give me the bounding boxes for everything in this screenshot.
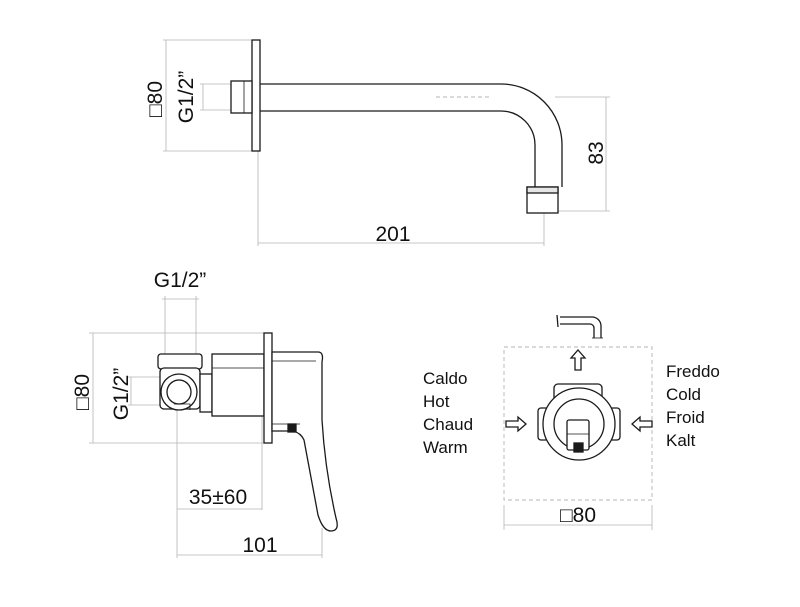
hot-label-it: Caldo bbox=[423, 369, 467, 388]
cold-inlet-arrow bbox=[631, 415, 653, 433]
spout-dimension-lines bbox=[163, 39, 610, 246]
spout-square-label: □80 bbox=[144, 81, 167, 117]
outlet-spout-icon bbox=[556, 314, 603, 339]
hot-label-fr: Chaud bbox=[423, 415, 473, 434]
spout-length-label: 201 bbox=[375, 223, 410, 246]
mixer-lever bbox=[271, 351, 338, 532]
spout-side-view: □80 G1/2” 83 201 bbox=[144, 39, 610, 246]
cold-label-fr: Froid bbox=[666, 408, 705, 427]
mixer-square-label: □80 bbox=[71, 374, 94, 410]
cold-label-it: Freddo bbox=[666, 362, 720, 381]
mixer-depth-range-label: 35±60 bbox=[189, 486, 247, 509]
spout-wall-plate bbox=[251, 39, 261, 152]
hot-label-de: Warm bbox=[423, 438, 468, 457]
spout-thread-label: G1/2” bbox=[175, 71, 198, 124]
mixer-side-view: G1/2” □80 G1/2” 35±60 101 bbox=[71, 269, 338, 558]
spout-tube bbox=[260, 83, 563, 187]
cold-label-en: Cold bbox=[666, 385, 701, 404]
spout-drop-label: 83 bbox=[585, 141, 608, 164]
box-front-view: □80 Caldo Hot Chaud Warm bbox=[423, 314, 720, 530]
box-square-label: □80 bbox=[560, 504, 596, 527]
cold-labels: Freddo Cold Froid Kalt bbox=[666, 362, 720, 450]
mixer-body bbox=[157, 332, 338, 532]
hot-label-en: Hot bbox=[423, 392, 450, 411]
outlet-arrow-up bbox=[569, 349, 587, 371]
mixer-dimension-lines bbox=[89, 296, 323, 558]
spout-connector bbox=[230, 80, 253, 114]
valve-body bbox=[537, 383, 621, 461]
cold-label-de: Kalt bbox=[666, 431, 696, 450]
mixer-wall-plate bbox=[263, 332, 273, 444]
spout-body bbox=[230, 39, 563, 214]
hot-inlet-arrow bbox=[505, 415, 527, 433]
mixer-thread-top-label: G1/2” bbox=[154, 269, 207, 292]
mixer-thread-side-label: G1/2” bbox=[110, 368, 133, 421]
mixer-length-label: 101 bbox=[242, 534, 277, 557]
hot-labels: Caldo Hot Chaud Warm bbox=[423, 369, 473, 457]
